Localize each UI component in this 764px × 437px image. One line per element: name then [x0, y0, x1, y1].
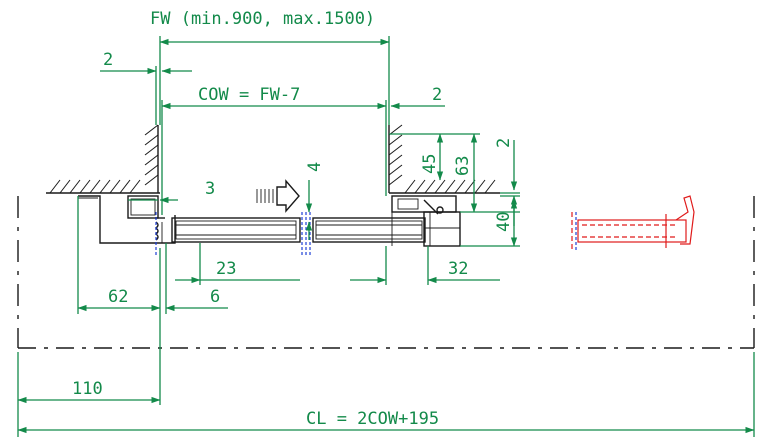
- dim-40-label: 40: [494, 212, 514, 232]
- cow-label: COW = FW-7: [198, 85, 300, 105]
- dim-62-label: 62: [108, 287, 128, 307]
- dim-6-label: 6: [210, 287, 220, 307]
- fw-label: FW (min.900, max.1500): [150, 9, 375, 29]
- enclosure-outline: [17, 196, 755, 349]
- dim-23-label: 23: [216, 259, 236, 279]
- dim-4-label: 4: [305, 162, 325, 172]
- vertical-2-label: 2: [494, 138, 514, 148]
- gap-right-label: 2: [432, 85, 442, 105]
- right-frame-profile: [391, 195, 461, 247]
- left-frame-profile: [78, 195, 176, 244]
- dimension-lines: [17, 36, 755, 437]
- cl-label: CL = 2COW+195: [306, 409, 439, 429]
- wall-hatching: [46, 124, 500, 194]
- dim-45-label: 45: [420, 154, 440, 174]
- dim-110-label: 110: [72, 379, 103, 399]
- dim-3-label: 3: [205, 179, 215, 199]
- hollow-arrow-right-icon: [256, 179, 300, 213]
- stacked-leaf-red: [571, 195, 695, 250]
- dim-32-label: 32: [448, 259, 468, 279]
- dim-63-label: 63: [453, 156, 473, 176]
- gap-left-label: 2: [103, 50, 113, 70]
- door-leaf: [155, 212, 426, 255]
